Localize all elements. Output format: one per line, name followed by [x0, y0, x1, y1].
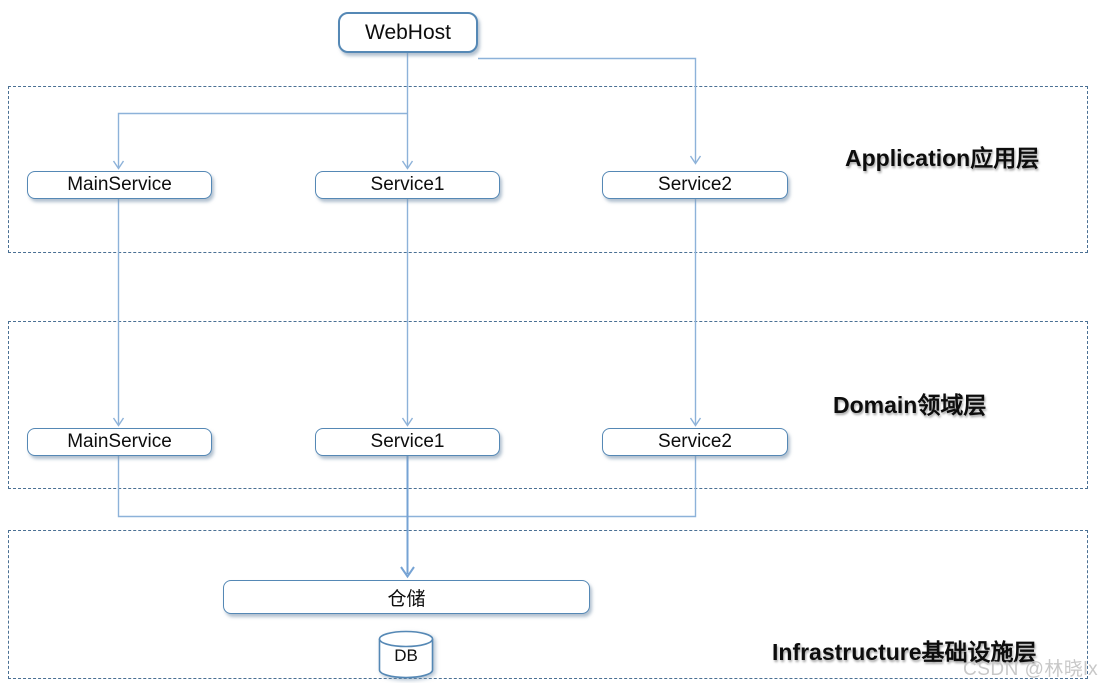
node-repository-label: 仓储: [387, 588, 426, 610]
node-app-service2: Service2: [602, 171, 788, 199]
node-domain-mainservice-label: MainService: [67, 431, 172, 452]
node-db: DB: [377, 630, 437, 680]
node-webhost-label: WebHost: [365, 20, 451, 44]
node-db-label: DB: [394, 646, 418, 665]
node-app-service1-label: Service1: [370, 174, 445, 195]
node-app-service1: Service1: [315, 171, 500, 199]
node-app-service2-label: Service2: [658, 174, 732, 195]
node-domain-service1: Service1: [315, 428, 500, 456]
node-webhost: WebHost: [338, 12, 478, 53]
layer-label-application: Application应用层: [845, 145, 1040, 171]
layer-infrastructure-box: [8, 530, 1088, 679]
node-domain-mainservice: MainService: [27, 428, 212, 456]
db-cylinder-icon: [378, 630, 434, 679]
layer-label-infrastructure: Infrastructure基础设施层: [772, 639, 1037, 665]
node-app-mainservice: MainService: [27, 171, 212, 199]
node-domain-service2-label: Service2: [658, 431, 732, 452]
node-repository: 仓储: [223, 580, 590, 614]
layer-label-domain: Domain领域层: [833, 392, 987, 418]
node-app-mainservice-label: MainService: [67, 174, 172, 195]
node-domain-service2: Service2: [602, 428, 788, 456]
watermark: CSDN @林晓lx: [963, 659, 1099, 680]
node-domain-service1-label: Service1: [370, 431, 445, 452]
